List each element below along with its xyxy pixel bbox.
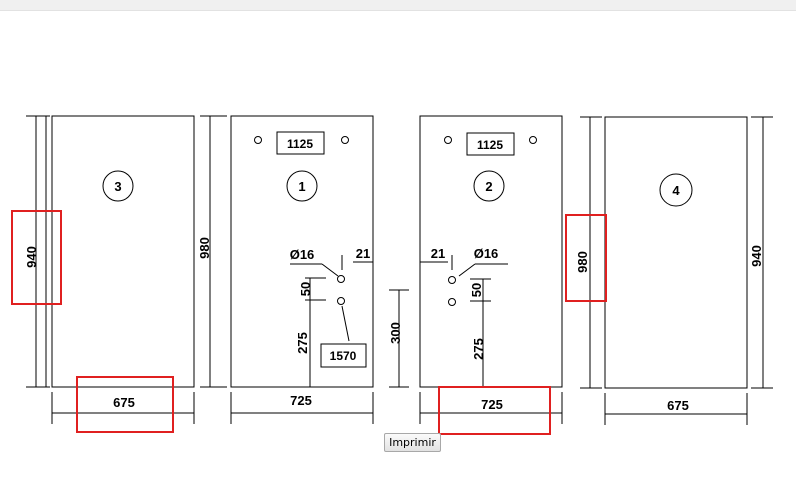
panel-1-code-box — [276, 131, 325, 155]
panel-3-number: 3 — [114, 179, 121, 194]
panel-1-width-label: 725 — [290, 393, 312, 408]
panel-2-code-box — [466, 132, 515, 156]
panel-4-outline — [604, 116, 748, 389]
browser-top-bar — [0, 0, 796, 11]
panel-2-hole-offset: 21 — [431, 246, 445, 261]
panel-2-number-circle — [473, 170, 505, 202]
panel-1-hole-spacing: 50 — [298, 282, 313, 296]
panel-2-top-hole-left — [444, 136, 452, 144]
panel-4-height-label: 980 — [575, 251, 590, 273]
panel-4-right-height-label: 940 — [749, 245, 764, 267]
panel-1-hole-lower — [337, 297, 345, 305]
panel-1-top-hole-right — [341, 136, 349, 144]
panel-1-code: 1125 — [287, 137, 313, 151]
panel-2-hole-spacing: 50 — [469, 283, 484, 297]
panel-4-width-label: 675 — [667, 398, 689, 413]
panel-1-height-label: 980 — [197, 237, 212, 259]
panel-2-left-height: 300 — [388, 322, 403, 344]
highlight-panel-3-width — [76, 376, 174, 433]
panel-3-outline — [51, 115, 195, 388]
panel-3-height-label: 940 — [24, 246, 39, 268]
panel-1-callout: 1570 — [330, 349, 357, 363]
print-button[interactable]: Imprimir — [384, 433, 441, 452]
panel-4-number-circle — [659, 173, 693, 207]
panel-1-top-hole-left — [254, 136, 262, 144]
highlight-panel-2-width — [438, 386, 551, 435]
panel-2-width-label: 725 — [481, 397, 503, 412]
panel-3-number-circle — [102, 170, 134, 202]
panel-4-number: 4 — [672, 183, 680, 198]
panel-2-number: 2 — [485, 179, 492, 194]
panel-1-hole-height: 275 — [295, 332, 310, 354]
panel-1-outline — [230, 115, 374, 388]
panel-2-hole-diameter: Ø16 — [474, 246, 499, 261]
highlight-panel-4-height — [565, 214, 607, 302]
highlight-panel-3-height — [11, 210, 62, 305]
panel-1-hole-offset: 21 — [356, 246, 370, 261]
panel-2-code: 1125 — [477, 138, 503, 152]
panel-3-width-label: 675 — [113, 395, 135, 410]
panel-2-hole-upper — [448, 276, 456, 284]
panel-1-callout-box — [320, 343, 367, 368]
panel-1-hole-upper — [337, 275, 345, 283]
panel-2-hole-height: 275 — [471, 338, 486, 360]
panel-2-hole-lower — [448, 298, 456, 306]
panel-1-hole-diameter: Ø16 — [290, 247, 315, 262]
panel-1-number: 1 — [298, 179, 305, 194]
panel-2-top-hole-right — [529, 136, 537, 144]
panel-1-number-circle — [286, 170, 318, 202]
